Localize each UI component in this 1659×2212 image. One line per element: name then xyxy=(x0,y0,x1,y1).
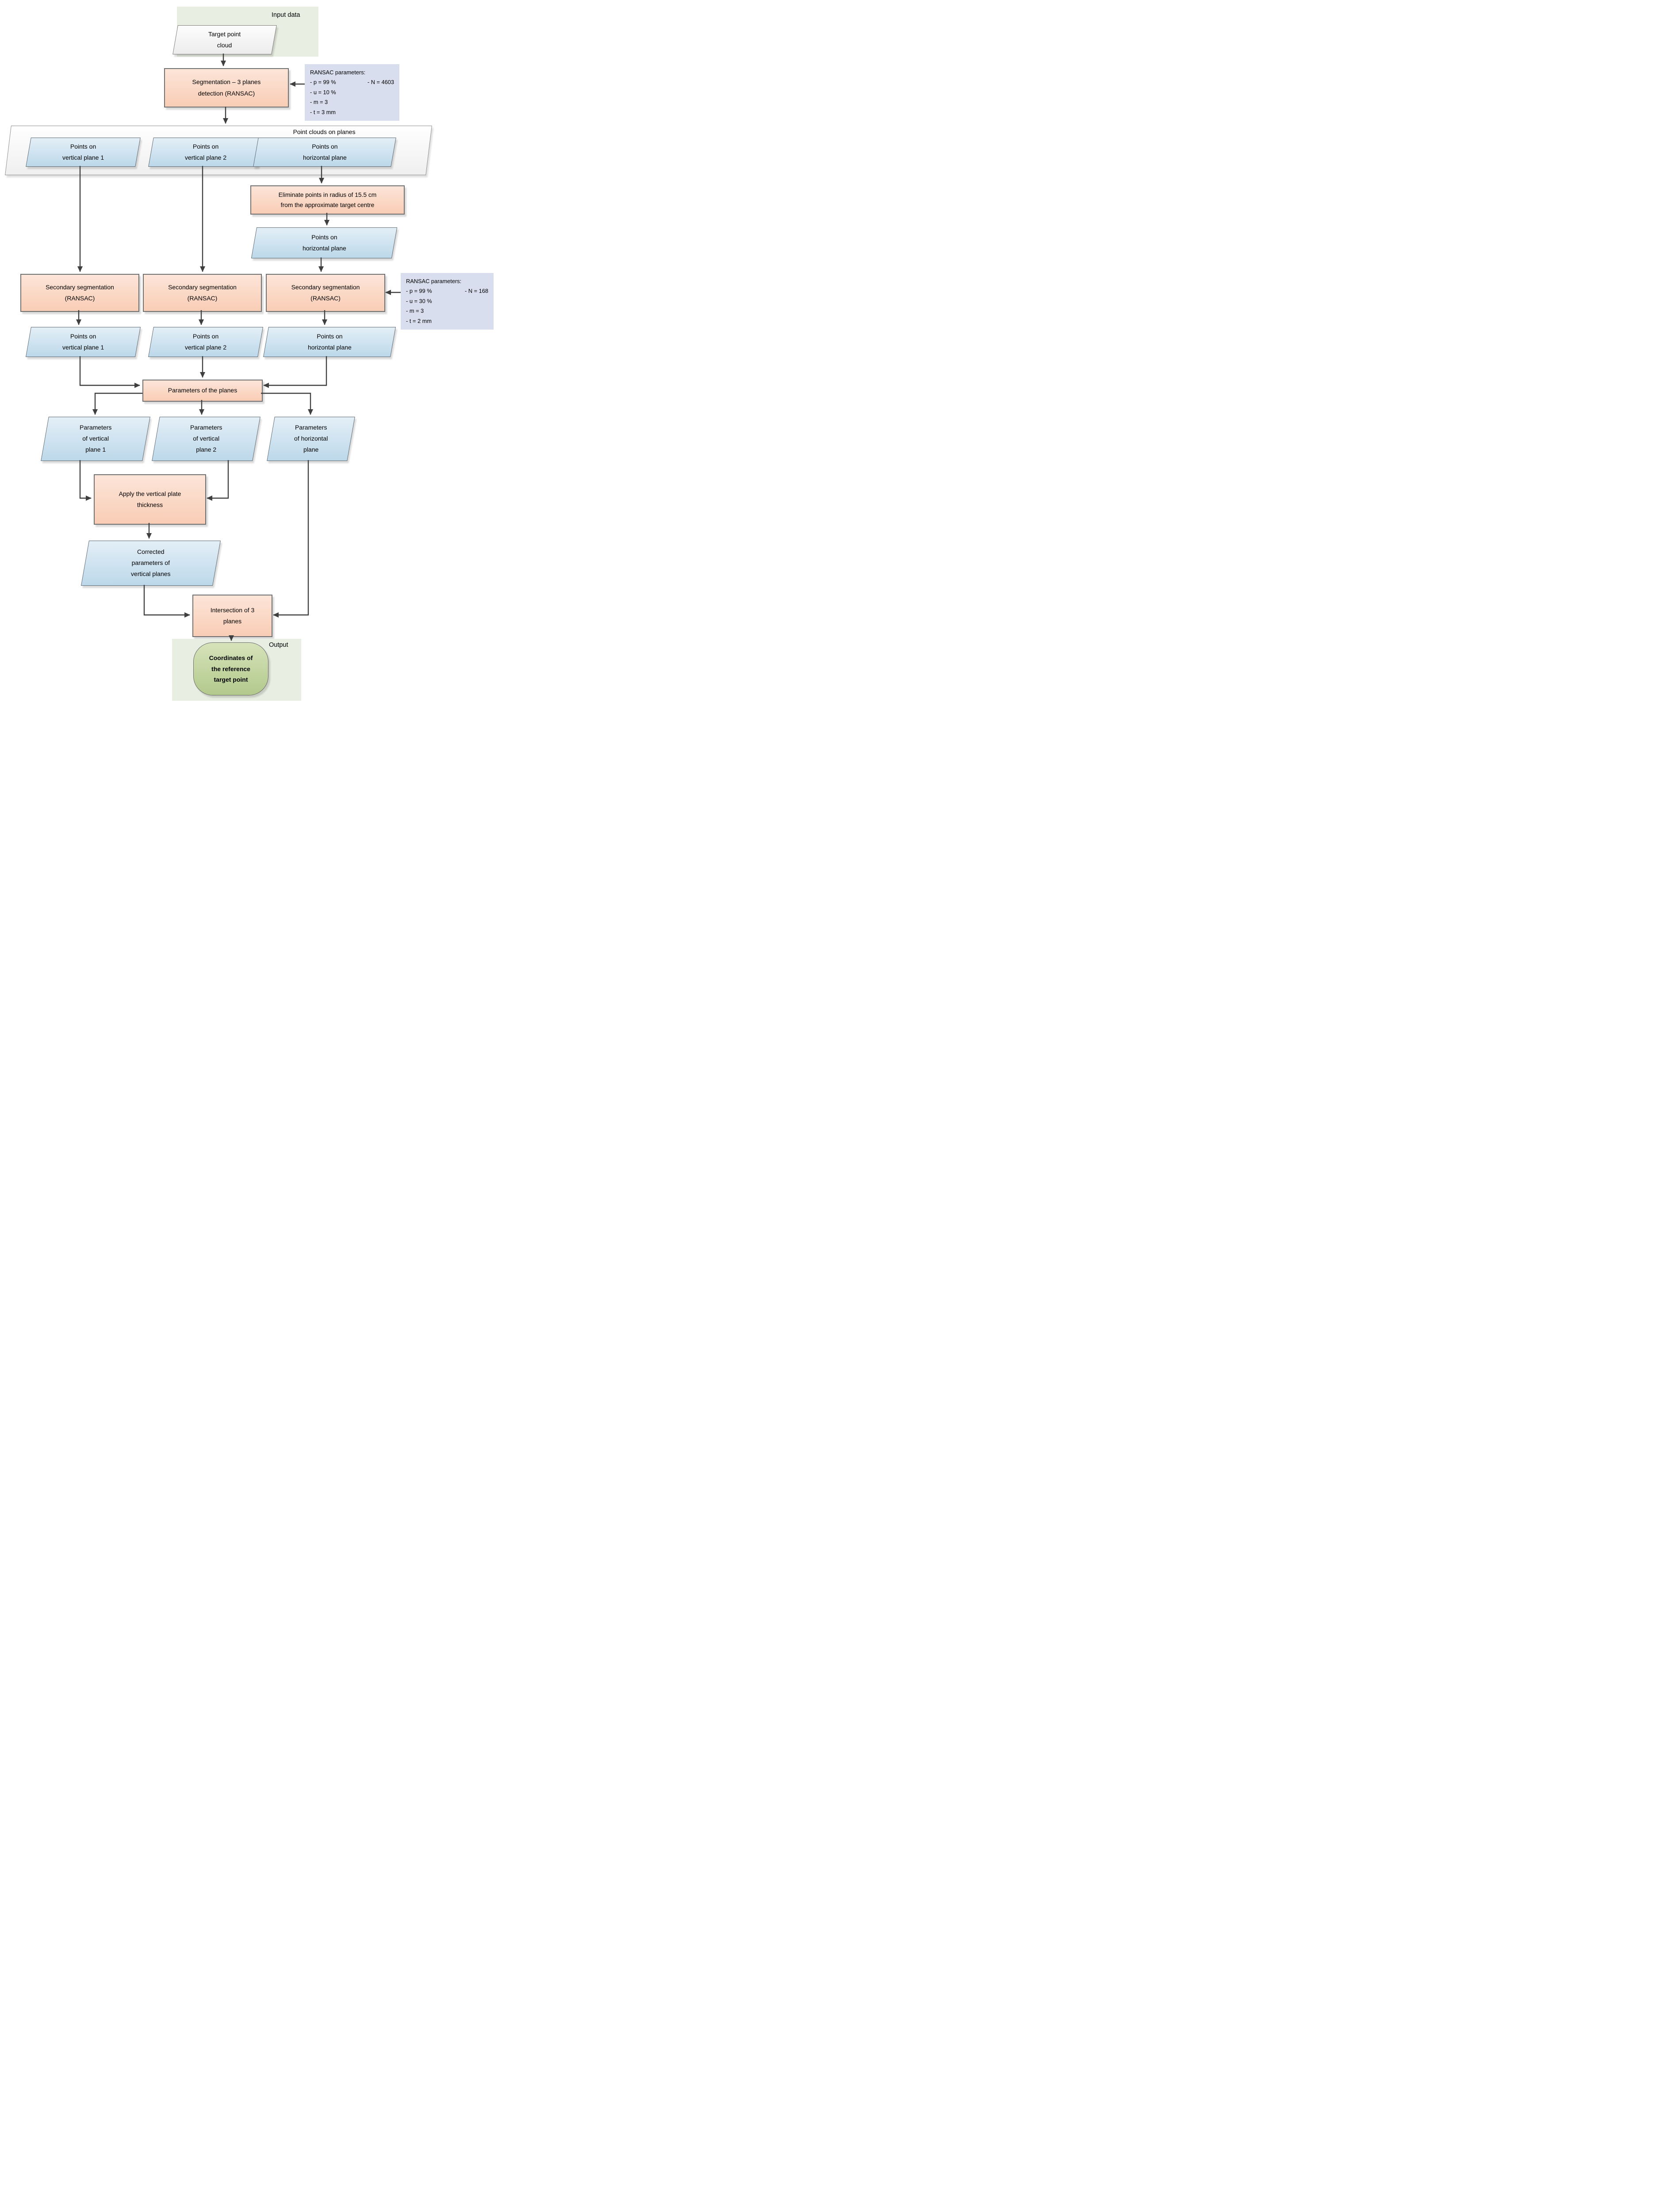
arrow-paramsbox-to-paramh xyxy=(261,392,313,415)
node-secondary-segmentation-1: Secondary segmentation (RANSAC) xyxy=(20,274,139,312)
input-area-label: Input data xyxy=(272,12,300,19)
node-apply-thickness: Apply the vertical plate thickness xyxy=(94,474,206,525)
ransac2-title: RANSAC parameters: xyxy=(406,278,462,284)
node-target-point-cloud: Target point cloud xyxy=(172,25,277,54)
points-vertical-1-label: Points on vertical plane 1 xyxy=(62,142,104,161)
ransac2-t: - t = 2 mm xyxy=(406,317,432,324)
node-corrected-parameters: Corrected parameters of vertical planes xyxy=(81,541,221,586)
arrow-paramsbox-to-paramv1 xyxy=(92,392,142,415)
secondary-segmentation-label: Secondary segmentation (RANSAC) xyxy=(46,283,114,302)
node-intersection: Intersection of 3 planes xyxy=(192,595,272,637)
ransac1-u: - u = 10 % xyxy=(310,88,336,96)
flowchart-canvas: Input data Target point cloud Segmentati… xyxy=(0,0,509,708)
node-segmentation: Segmentation – 3 planes detection (RANSA… xyxy=(164,68,289,108)
node-points-horizontal-b: Points on horizontal plane xyxy=(251,227,398,258)
apply-thickness-label: Apply the vertical plate thickness xyxy=(119,490,181,508)
output-coordinates-label: Coordinates of the reference target poin… xyxy=(209,654,253,684)
arrow-paramv1-to-apply xyxy=(79,460,92,501)
parameters-horizontal-label: Parameters of horizontal plane xyxy=(294,424,328,453)
corrected-parameters-label: Corrected parameters of vertical planes xyxy=(131,548,171,578)
points-vertical-2-label: Points on vertical plane 2 xyxy=(184,332,227,351)
arrow-paramv2-to-apply xyxy=(207,460,229,501)
node-points-horizontal-c: Points on horizontal plane xyxy=(263,327,396,357)
ransac2-u: - u = 30 % xyxy=(406,297,432,304)
secondary-segmentation-label: Secondary segmentation (RANSAC) xyxy=(168,283,237,302)
points-horizontal-label: Points on horizontal plane xyxy=(303,142,347,161)
node-secondary-segmentation-3: Secondary segmentation (RANSAC) xyxy=(266,274,385,312)
points-vertical-2-label: Points on vertical plane 2 xyxy=(184,142,227,161)
arrow-paramh-to-intersection xyxy=(273,460,309,618)
band-title: Point clouds on planes xyxy=(293,128,356,135)
points-horizontal-label: Points on horizontal plane xyxy=(302,233,346,252)
intersection-label: Intersection of 3 planes xyxy=(210,606,255,625)
arrow-phc-to-paramsbox xyxy=(263,356,327,388)
eliminate-label: Eliminate points in radius of 15.5 cm fr… xyxy=(278,191,377,208)
points-horizontal-label: Points on horizontal plane xyxy=(307,332,352,351)
node-points-vertical-2-a: Points on vertical plane 2 xyxy=(148,138,263,167)
parameters-vertical-1-label: Parameters of vertical plane 1 xyxy=(79,424,112,453)
ransac-parameters-2: RANSAC parameters: - p = 99 % - N = 168 … xyxy=(401,273,494,330)
node-points-horizontal-a: Points on horizontal plane xyxy=(253,138,396,167)
node-secondary-segmentation-2: Secondary segmentation (RANSAC) xyxy=(143,274,262,312)
node-parameters-of-planes: Parameters of the planes xyxy=(142,380,263,402)
arrow-corrected-to-intersection xyxy=(143,585,190,618)
parameters-of-planes-label: Parameters of the planes xyxy=(168,387,238,394)
ransac2-m: - m = 3 xyxy=(406,307,424,315)
target-point-cloud-label: Target point cloud xyxy=(208,30,241,49)
secondary-segmentation-label: Secondary segmentation (RANSAC) xyxy=(291,283,360,302)
output-area-label: Output xyxy=(269,641,288,649)
ransac1-t: - t = 3 mm xyxy=(310,108,336,115)
arrow-pv1b-to-paramsbox xyxy=(79,356,140,388)
ransac2-p: - p = 99 % xyxy=(406,288,432,295)
ransac1-title: RANSAC parameters: xyxy=(310,69,366,76)
node-points-vertical-1-a: Points on vertical plane 1 xyxy=(26,138,141,167)
ransac1-n: - N = 4603 xyxy=(367,79,394,86)
segmentation-label: Segmentation – 3 planes detection (RANSA… xyxy=(192,78,261,97)
node-points-vertical-1-b: Points on vertical plane 1 xyxy=(26,327,141,357)
ransac-parameters-1: RANSAC parameters: - p = 99 % - N = 4603… xyxy=(305,64,399,121)
node-parameters-vertical-1: Parameters of vertical plane 1 xyxy=(41,417,150,461)
node-parameters-horizontal: Parameters of horizontal plane xyxy=(267,417,355,461)
ransac1-m: - m = 3 xyxy=(310,99,328,106)
points-vertical-1-label: Points on vertical plane 1 xyxy=(62,332,104,351)
parameters-vertical-2-label: Parameters of vertical plane 2 xyxy=(190,424,222,453)
node-eliminate-points: Eliminate points in radius of 15.5 cm fr… xyxy=(250,185,405,215)
node-parameters-vertical-2: Parameters of vertical plane 2 xyxy=(152,417,261,461)
ransac1-p: - p = 99 % xyxy=(310,79,336,86)
node-points-vertical-2-b: Points on vertical plane 2 xyxy=(148,327,263,357)
node-output-coordinates: Coordinates of the reference target poin… xyxy=(193,642,268,695)
ransac2-n: - N = 168 xyxy=(465,288,488,295)
